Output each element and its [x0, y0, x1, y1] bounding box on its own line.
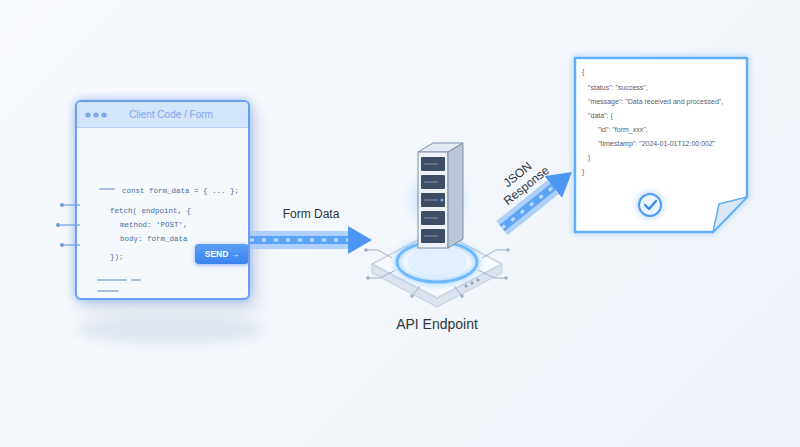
- window-shadow: [75, 316, 265, 344]
- server-top: [418, 143, 463, 152]
- server-slot: [421, 157, 445, 171]
- code-line: method: 'POST',: [120, 220, 188, 230]
- flow-arrow: [250, 240, 348, 241]
- status-dot: [471, 282, 474, 285]
- circuit-line: [366, 250, 392, 258]
- status-dot: [465, 285, 468, 288]
- circuit-lines: [366, 250, 508, 296]
- arrow-band: [250, 231, 348, 249]
- client-window: Client Code / Form const form_data = { ..…: [75, 100, 250, 300]
- circuit-line: [478, 270, 506, 278]
- slot-line: [424, 236, 438, 237]
- slot-line: [424, 218, 438, 219]
- circuit-line: [482, 250, 508, 258]
- slot-line: [424, 200, 438, 201]
- slot-line: [424, 182, 438, 183]
- edge-label: JSON Response: [489, 150, 555, 211]
- circuit-line: [368, 270, 396, 278]
- circuit-dot: [506, 248, 510, 252]
- circuit-line: [412, 286, 420, 296]
- server-front: [418, 152, 448, 248]
- json-line: "status": "success",: [588, 83, 648, 92]
- json-line: {: [582, 67, 584, 76]
- json-line: }: [588, 153, 590, 162]
- server-slot: [421, 193, 445, 207]
- json-line: "id": "form_xxx",: [598, 125, 648, 134]
- json-line: "timestamp": "2024-01-01T12:00:00Z": [598, 139, 716, 148]
- wire-dot: [60, 203, 64, 207]
- server-glow: [412, 174, 464, 226]
- platform-top: [372, 230, 502, 298]
- wire-dots: [56, 203, 64, 247]
- server-light: [440, 198, 443, 201]
- document-sheet: [575, 58, 747, 232]
- api-endpoint: API Endpoint: [372, 135, 502, 335]
- status-dots: [465, 279, 480, 288]
- json-line: "data": {: [588, 111, 613, 120]
- circuit-dot: [410, 294, 414, 298]
- button-label: SEND →: [195, 244, 249, 264]
- server-slot: [421, 229, 445, 243]
- platform-side: [372, 264, 502, 307]
- json-line: "message": "Data received and processed"…: [588, 97, 723, 106]
- code-line: });: [110, 252, 124, 262]
- circuit-dot: [504, 276, 508, 280]
- server-slot: [421, 211, 445, 225]
- status-dot: [477, 279, 480, 282]
- server-side: [448, 143, 463, 248]
- circuit-dots: [364, 248, 510, 298]
- code-line: body: form_data: [120, 234, 188, 244]
- platform-glow-ring: [397, 242, 477, 282]
- wire-dot: [56, 223, 60, 227]
- edge-label: Form Data: [283, 207, 340, 221]
- server-slot: [421, 175, 445, 189]
- document-fold: [713, 197, 747, 232]
- node-label: API Endpoint: [372, 316, 502, 332]
- slot-line: [424, 164, 438, 165]
- send-button: SEND →: [195, 244, 249, 264]
- json-document: { "status": "success", "message": "Data re…: [572, 55, 750, 235]
- circuit-dot: [364, 248, 368, 252]
- circuit-dot: [460, 294, 464, 298]
- arrow-core: [250, 236, 348, 244]
- circuit-dot: [366, 276, 370, 280]
- code-line: fetch( endpoint, {: [110, 206, 191, 216]
- arrow-texture: [250, 239, 348, 242]
- code-line: const form_data = { ... };: [122, 186, 239, 196]
- platform-glow-fill: [407, 247, 467, 277]
- circuit-line: [454, 286, 462, 296]
- json-line: }: [582, 167, 584, 176]
- server-slots: [421, 157, 445, 243]
- wire-dot: [60, 243, 64, 247]
- window-title: Client Code / Form: [77, 102, 248, 128]
